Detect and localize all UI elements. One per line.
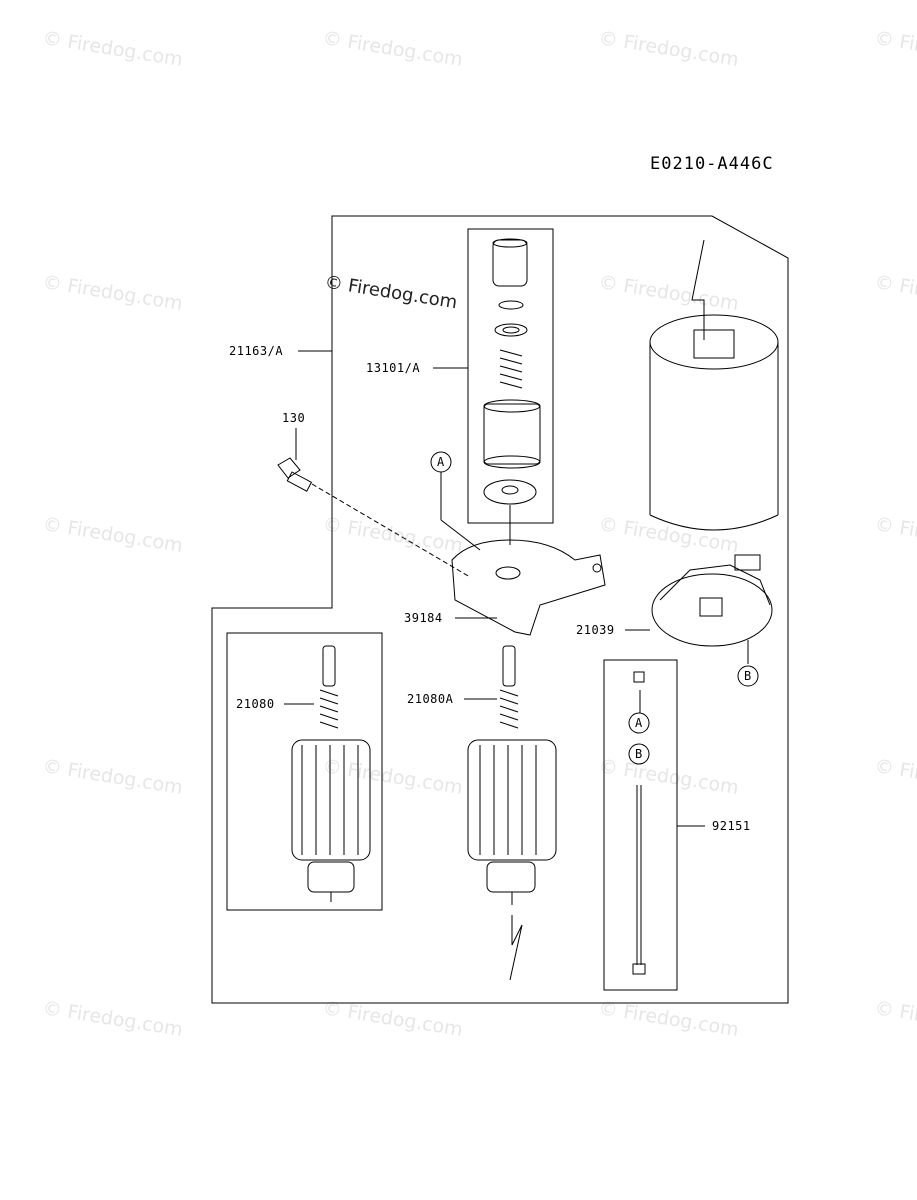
label-armature-right[interactable]: 21080A — [407, 692, 454, 706]
callout-b-bolt: B — [635, 747, 643, 761]
callout-a-bracket: A — [437, 455, 445, 469]
armature-box — [226, 632, 383, 911]
callout-a-bolt: A — [635, 716, 643, 730]
label-through-bolt[interactable]: 92151 — [712, 819, 751, 833]
housing-outline — [211, 215, 789, 1004]
through-bolt-box — [603, 659, 678, 991]
label-bracket[interactable]: 39184 — [404, 611, 443, 625]
label-housing[interactable]: 21163/A — [229, 344, 284, 358]
diagram-id: E0210-A446C — [650, 154, 774, 174]
label-bolt[interactable]: 130 — [282, 411, 306, 425]
label-pinion-kit[interactable]: 13101/A — [366, 361, 421, 375]
label-brush-holder[interactable]: 21039 — [576, 623, 615, 637]
label-armature-left[interactable]: 21080 — [236, 697, 275, 711]
callout-b-brush: B — [744, 669, 752, 683]
